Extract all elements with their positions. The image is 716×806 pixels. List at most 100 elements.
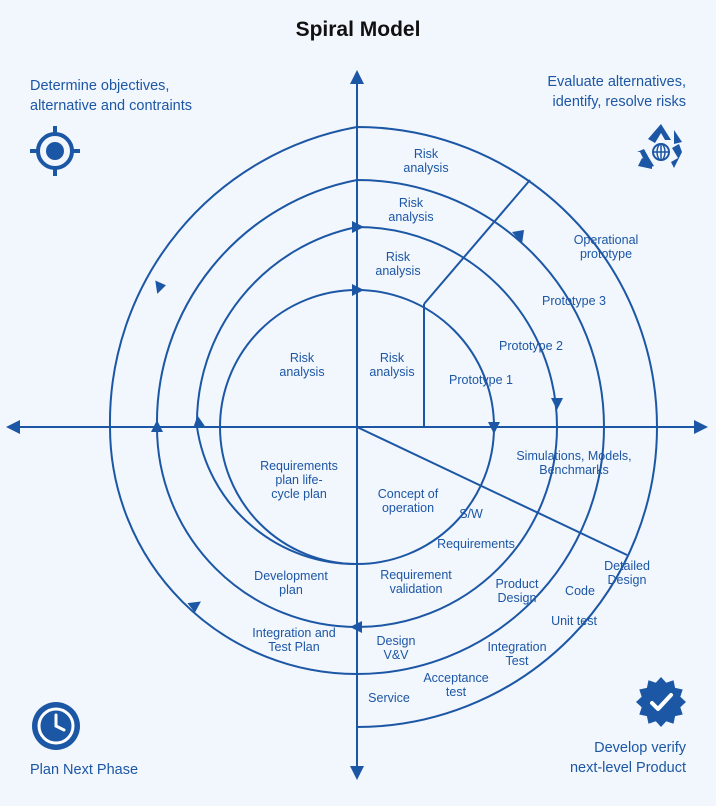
label-risk1-line: Risk: [414, 147, 439, 161]
label-service-line: Service: [368, 691, 410, 705]
label-operational-prototype-line: Operational: [574, 233, 639, 247]
label-product-design-line: Design: [498, 591, 537, 605]
label-prototype3-line: Prototype 3: [542, 294, 606, 308]
label-prototype1-line: Prototype 1: [449, 373, 513, 387]
label-development-plan-line: plan: [279, 583, 303, 597]
label-requirements-plan-line: Requirements: [260, 459, 338, 473]
label-requirement-validation-line: validation: [390, 582, 443, 596]
label-risk2-line: analysis: [388, 210, 433, 224]
label-risk4-line: Risk: [290, 351, 315, 365]
label-concept-line: Concept of: [378, 487, 439, 501]
spiral-arrow-10: [187, 601, 201, 613]
label-sw: S/W: [459, 507, 483, 521]
label-simulations-line: Simulations, Models,: [516, 449, 631, 463]
label-integration-test-line: Integration: [487, 640, 546, 654]
label-integration-test-plan-line: Integration and: [252, 626, 335, 640]
label-requirements-plan-line: cycle plan: [271, 487, 327, 501]
label-service: Service: [368, 691, 410, 705]
label-risk2-line: Risk: [399, 196, 424, 210]
label-code: Code: [565, 584, 595, 598]
label-risk5-line: analysis: [369, 365, 414, 379]
label-simulations-line: Benchmarks: [539, 463, 608, 477]
label-design-vv-line: V&V: [383, 648, 409, 662]
quadrant-develop-line1: Develop verify: [594, 740, 686, 756]
spiral-arrow-5: [512, 230, 524, 244]
label-operational-prototype-line: prototype: [580, 247, 632, 261]
label-unit-test-line: Unit test: [551, 614, 597, 628]
label-detailed-design-line: Detailed: [604, 559, 650, 573]
axis-arrow-up: [350, 70, 364, 84]
verified-badge-icon: [636, 677, 686, 727]
label-concept-line: operation: [382, 501, 434, 515]
spiral-arrow-2: [352, 221, 364, 233]
label-risk3-line: Risk: [386, 250, 411, 264]
target-icon: [30, 126, 80, 176]
label-integration-test-plan-line: Test Plan: [268, 640, 319, 654]
axis-arrow-right: [694, 420, 708, 434]
quadrant-objectives-line1: Determine objectives,: [30, 78, 170, 94]
label-requirements-plan-line: plan life-: [275, 473, 322, 487]
quadrant-develop-label: Develop verify next-level Product: [570, 738, 686, 778]
spiral-turn-2: [195, 225, 559, 628]
quadrant-plan-label: Plan Next Phase: [30, 760, 138, 780]
quadrant-risks-line1: Evaluate alternatives,: [547, 74, 686, 90]
recycle-globe-icon: [637, 124, 682, 169]
clock-icon: [32, 702, 80, 750]
design-divider-diagonal: [356, 426, 628, 556]
spiral-turn-4: [108, 125, 659, 728]
spiral-arrow-6: [193, 415, 206, 429]
label-acceptance-test-line: test: [446, 685, 467, 699]
axis-arrow-left: [6, 420, 20, 434]
label-code-line: Code: [565, 584, 595, 598]
label-requirements-line: Requirements: [437, 537, 515, 551]
quadrant-develop-line2: next-level Product: [569, 760, 686, 776]
page-title: Spiral Model: [295, 18, 421, 41]
spiral-turn-3: [155, 178, 606, 675]
label-unit-test: Unit test: [551, 614, 597, 628]
label-risk1-line: analysis: [403, 161, 448, 175]
label-prototype3: Prototype 3: [542, 294, 606, 308]
quadrant-objectives-line2: alternative and contraints: [30, 98, 193, 114]
spiral-arrow-3: [488, 422, 500, 434]
label-simulations: Simulations, Models,Benchmarks: [516, 449, 631, 477]
prototype-divider-diagonal: [423, 179, 531, 305]
label-risk3-line: analysis: [375, 264, 420, 278]
label-development-plan-line: Development: [254, 569, 328, 583]
spiral-arrow-8: [155, 280, 166, 294]
spiral-arrow-9: [350, 621, 362, 633]
label-product-design-line: Product: [495, 577, 539, 591]
spiral-arrow-1: [352, 284, 364, 296]
quadrant-objectives-label: Determine objectives, alternative and co…: [30, 76, 192, 116]
spiral-arrow-4: [551, 398, 563, 410]
quadrant-risks-label: Evaluate alternatives, identify, resolve…: [547, 72, 686, 112]
label-risk4-line: analysis: [279, 365, 324, 379]
label-prototype1: Prototype 1: [449, 373, 513, 387]
label-prototype2: Prototype 2: [499, 339, 563, 353]
spiral-arrow-7: [151, 420, 163, 432]
label-detailed-design-line: Design: [608, 573, 647, 587]
quadrant-plan-line1: Plan Next Phase: [30, 762, 139, 778]
axis-arrow-down: [350, 766, 364, 780]
label-requirement-validation-line: Requirement: [380, 568, 452, 582]
label-prototype2-line: Prototype 2: [499, 339, 563, 353]
label-risk5-line: Risk: [380, 351, 405, 365]
label-design-vv-line: Design: [377, 634, 416, 648]
quadrant-risks-line2: identify, resolve risks: [552, 94, 687, 110]
label-acceptance-test-line: Acceptance: [423, 671, 488, 685]
